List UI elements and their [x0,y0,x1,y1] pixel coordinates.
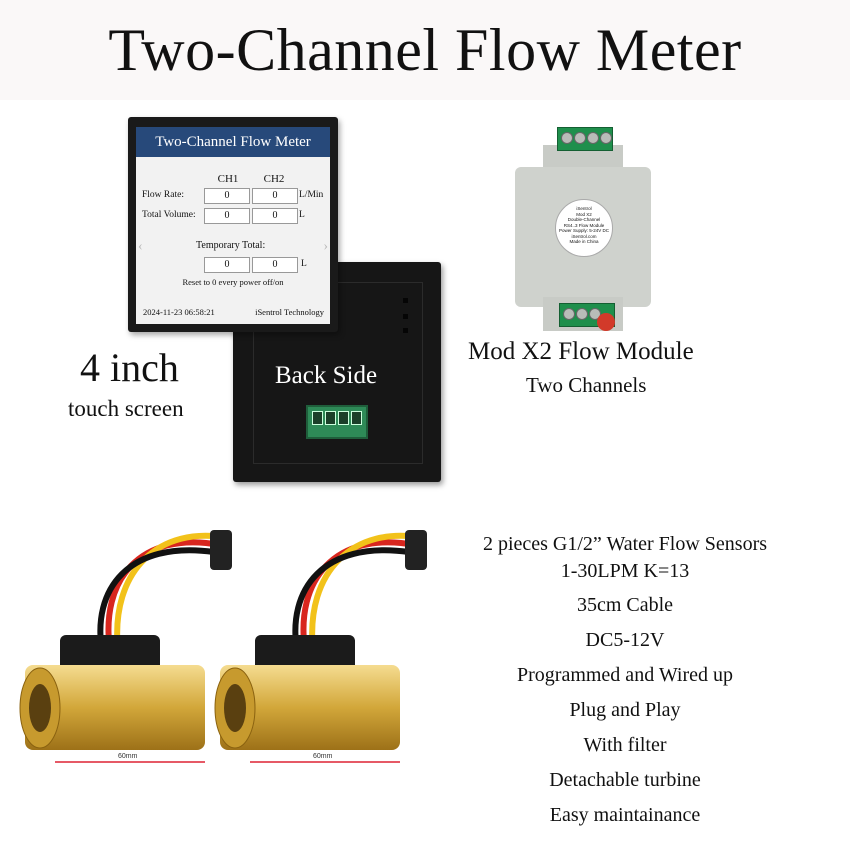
touch-screen-device: Two-Channel Flow Meter CH1 CH2 Flow Rate… [128,117,338,332]
title-band [0,0,850,100]
terminal-screw [587,132,599,144]
terminal-screw [563,308,575,320]
sticker-origin: Made in China [569,239,599,244]
temporary-ch1-field[interactable]: 0 [204,257,250,273]
spec-turbine: Detachable turbine [549,769,701,791]
back-terminal-connector [306,405,368,439]
module-red-connector [597,313,615,331]
temporary-total-label: Temporary Total: [196,240,266,251]
connector-pin [351,411,362,425]
spec-cable: 35cm Cable [576,594,674,616]
flow-rate-label: Flow Rate: [142,190,184,200]
total-volume-label: Total Volume: [142,210,196,220]
sensor2-body [220,665,400,750]
sticker-line2: RS4..3 Flow Module [563,222,605,228]
back-side-label: Back Side [275,362,378,389]
screen-col-ch1: CH1 [217,173,239,185]
screen-size-caption: 4 inch [80,345,179,390]
sensor1-plug [210,530,232,570]
module-subtitle: Two Channels [526,373,647,397]
terminal-screw [574,132,586,144]
next-page-icon[interactable]: › [323,239,328,254]
screen-col-ch2: CH2 [263,173,285,185]
connector-pin [338,411,349,425]
back-slot [403,298,408,303]
spec-filter: With filter [583,734,667,756]
spec-programmed: Programmed and Wired up [517,664,733,686]
spec-plug-and-play: Plug and Play [569,699,681,721]
sensor1-length-label: 60mm [118,753,138,760]
terminal-screw [600,132,612,144]
sensor2-length-label: 60mm [313,753,333,760]
connector-pin [325,411,336,425]
temporary-ch2-field[interactable]: 0 [252,257,298,273]
back-slot [403,314,408,319]
sticker-site: iSentrol.com [571,233,597,239]
sensor1-black-wire [97,547,217,653]
touch-screen-display: Two-Channel Flow Meter CH1 CH2 Flow Rate… [136,127,330,324]
sensor1-body [25,665,205,750]
total-volume-ch1-field[interactable]: 0 [204,208,250,224]
terminal-screw [576,308,588,320]
sensor1-bore [29,684,51,732]
flow-module-image: iSentrol Mod X2 Double-Channel RS4..3 Fl… [515,117,651,335]
flow-rate-unit: L/Min [299,190,324,200]
module-bottom-terminal [559,303,615,327]
temporary-unit: L [301,259,307,269]
flow-sensors-illustration: 60mm 60mm [19,530,427,763]
total-volume-unit: L [299,210,305,220]
module-top-terminal [557,127,613,151]
sticker-line1: Double-Channel [567,217,601,222]
reset-note: Reset to 0 every power off/on [182,277,284,287]
module-sticker: iSentrol Mod X2 Double-Channel RS4..3 Fl… [555,199,613,257]
back-slot [403,328,408,333]
sensor2-plug [405,530,427,570]
sticker-brand: iSentrol [576,206,592,211]
total-volume-ch2-field[interactable]: 0 [252,208,298,224]
spec-sensors: 2 pieces G1/2” Water Flow Sensors [482,533,768,555]
screen-datetime: 2024-11-23 06:58:21 [143,307,215,317]
sticker-model: Mod X2 [576,211,592,217]
screen-title: Two-Channel Flow Meter [136,127,330,157]
sensor2-black-wire [292,547,412,653]
flow-rate-ch1-field[interactable]: 0 [204,188,250,204]
sensor2-bore [224,684,246,732]
terminal-screw [561,132,573,144]
flow-rate-ch2-field[interactable]: 0 [252,188,298,204]
sticker-power: Power Supply: 5-24V DC [558,228,610,233]
module-title: Mod X2 Flow Module [468,338,694,365]
spec-voltage: DC5-12V [585,629,665,651]
spec-range: 1-30LPM K=13 [560,560,690,582]
back-panel-frame [253,282,423,464]
prev-page-icon[interactable]: ‹ [138,239,143,254]
page-title: Two-Channel Flow Meter [108,17,742,83]
connector-pin [312,411,323,425]
screen-type-caption: touch screen [68,396,184,421]
spec-maintenance: Easy maintainance [549,804,701,826]
screen-brand: iSentrol Technology [255,307,324,317]
